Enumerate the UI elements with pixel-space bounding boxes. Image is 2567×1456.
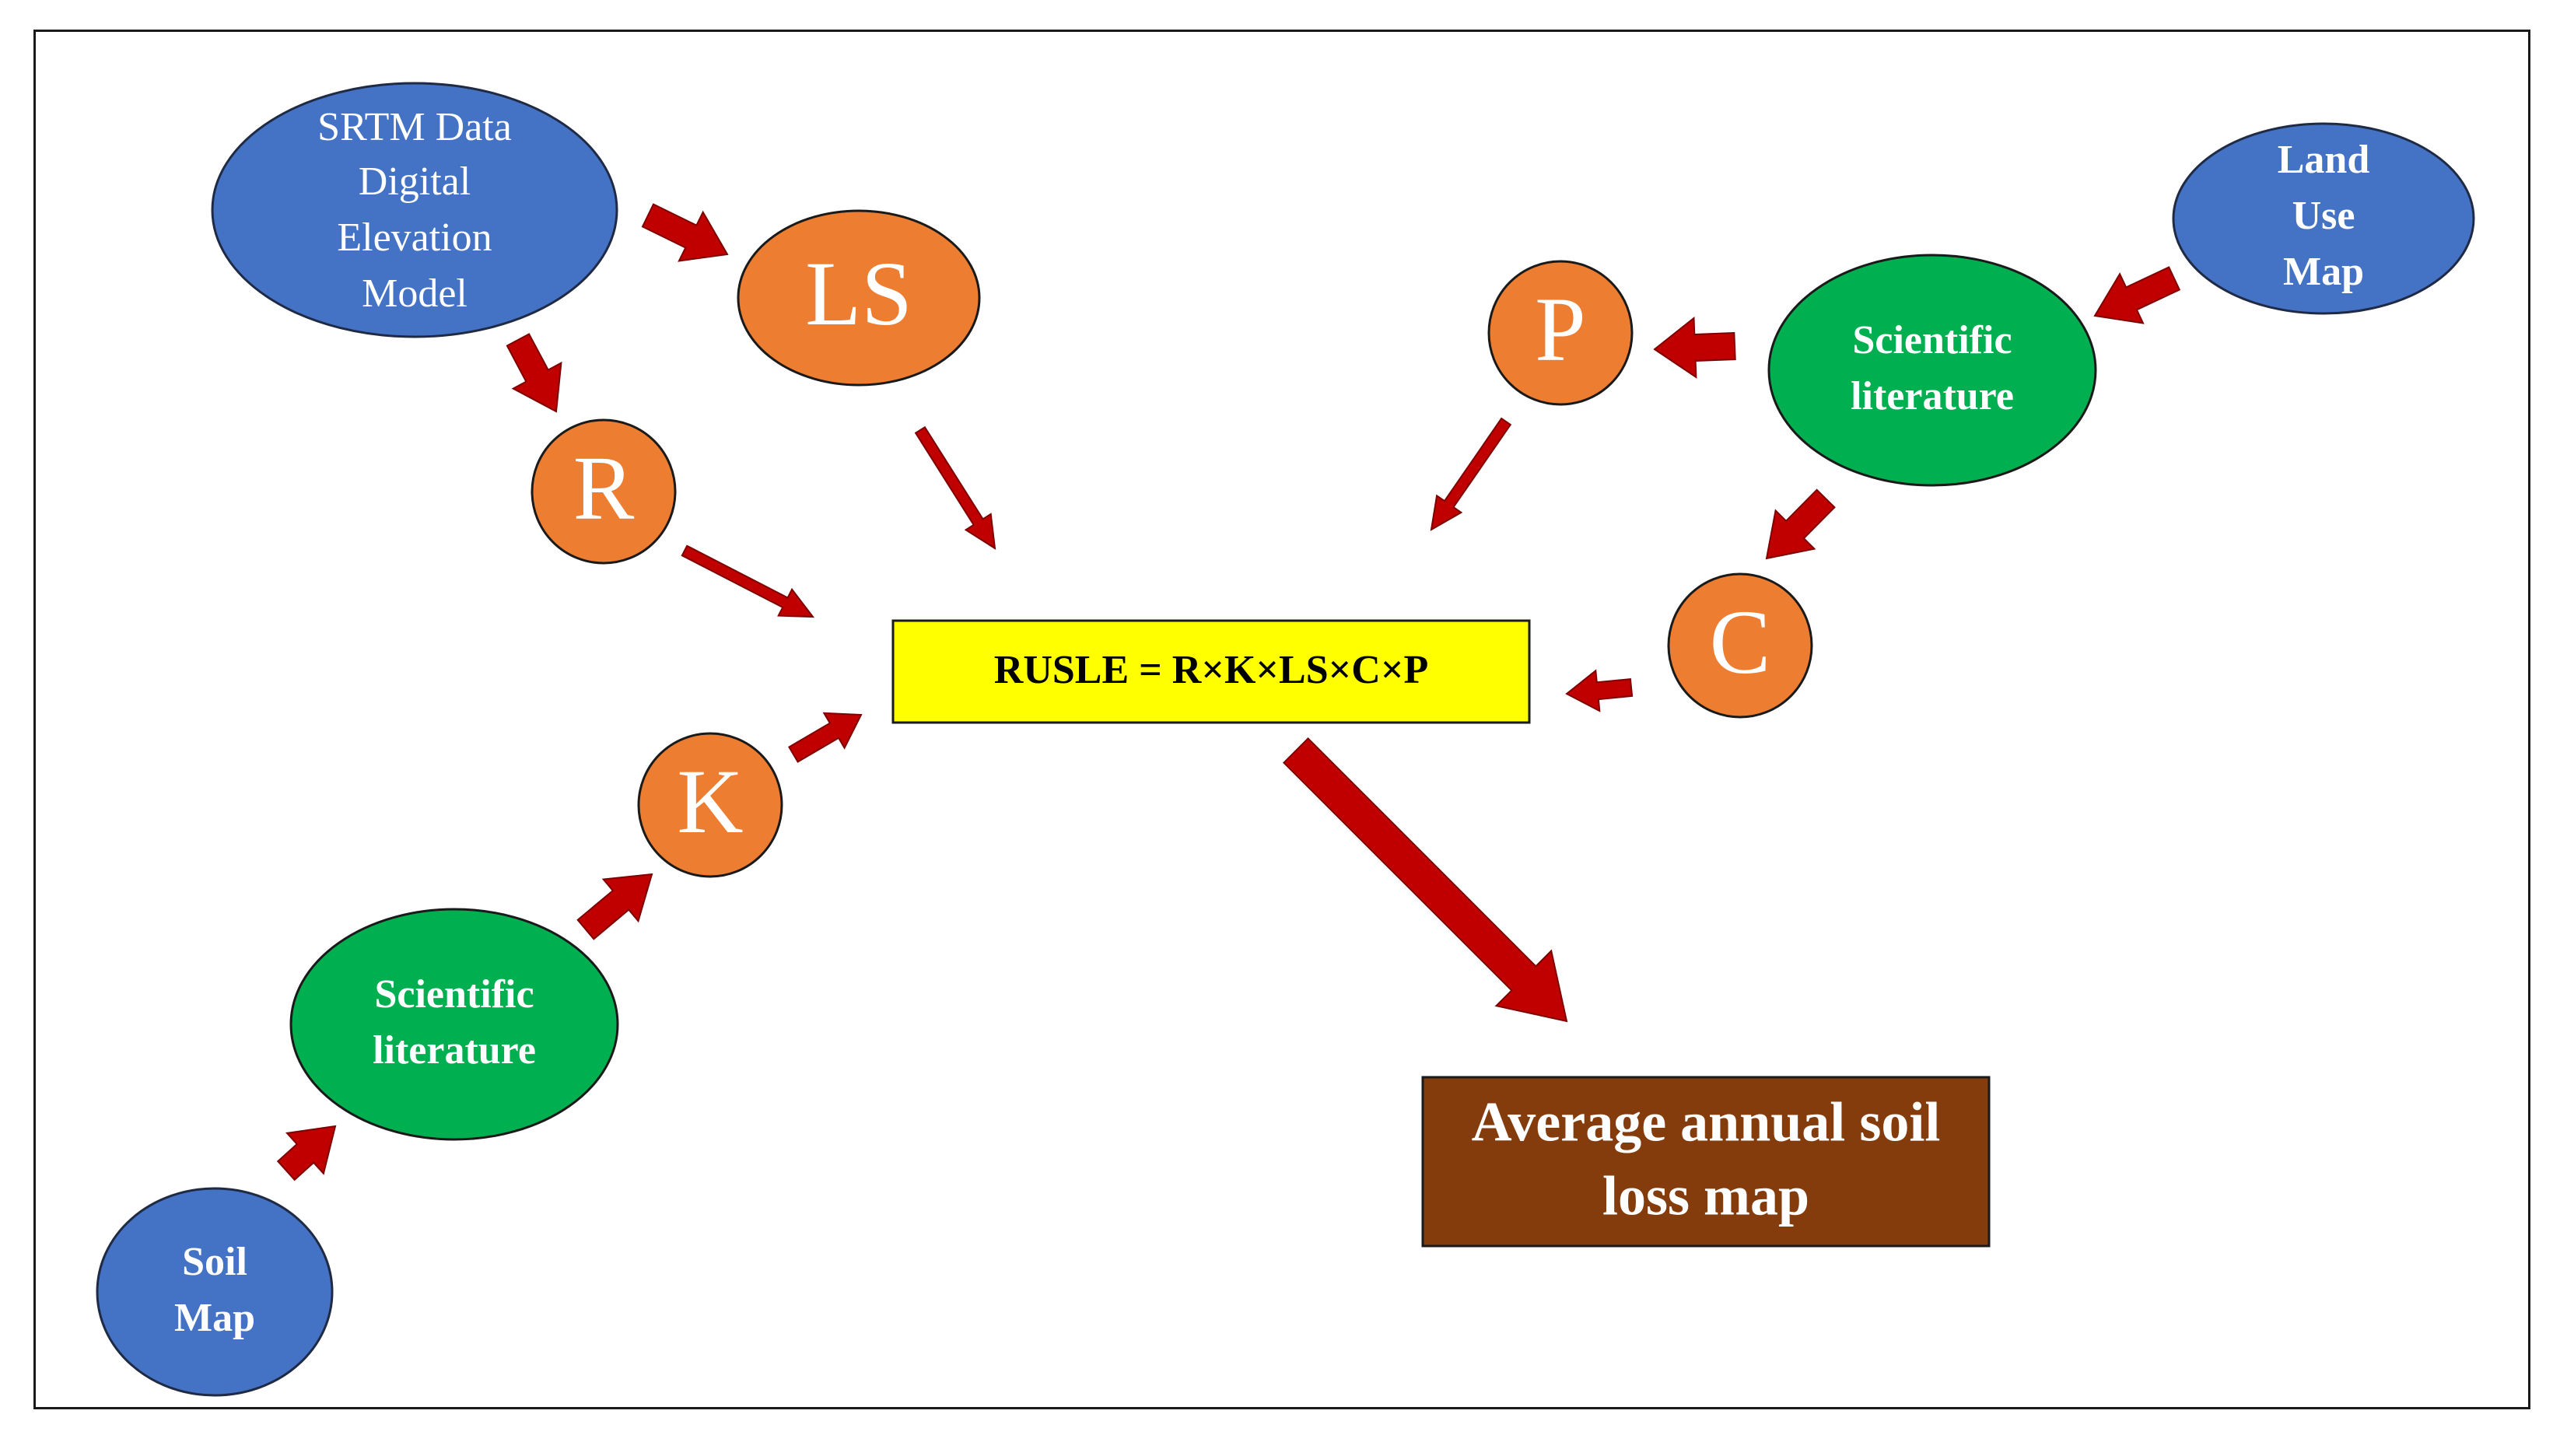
ls-factor-node: LS — [737, 209, 981, 387]
literature-right-label-line-2: literature — [1851, 374, 2014, 418]
soil-map-ellipse — [96, 1187, 334, 1397]
srtm-ellipse — [211, 82, 618, 338]
equation-rect — [891, 619, 1531, 724]
arrow-ls-to-equation — [914, 425, 996, 550]
land-use-node: Land Use Map — [2172, 122, 2475, 315]
r-factor-node: R — [531, 418, 677, 565]
r-circle — [531, 418, 677, 565]
arrow-k-to-equation — [788, 712, 863, 763]
arrow-c-to-equation — [1565, 669, 1634, 712]
srtm-node: SRTM Data Digital Elevation Model — [211, 82, 618, 338]
land-use-label-line-2: Use — [2292, 194, 2355, 238]
output-box: Average annual soil loss map — [1421, 1076, 1991, 1248]
arrow-lit-left-to-k — [576, 873, 653, 940]
output-rect — [1421, 1076, 1991, 1248]
diagram-frame — [33, 30, 2530, 1409]
r-label: R — [573, 437, 635, 539]
arrow-srtm-to-r — [506, 333, 562, 413]
p-label: P — [1535, 278, 1586, 380]
arrow-landuse-to-lit-right — [2093, 266, 2181, 324]
k-label: K — [677, 751, 743, 852]
output-label-line-1: Average annual soil — [1472, 1091, 1941, 1153]
c-label: C — [1710, 591, 1771, 693]
arrow-equation-to-output — [1282, 737, 1568, 1023]
literature-right-node: Scientific literature — [1767, 254, 2097, 487]
srtm-label-line-1: SRTM Data — [317, 105, 512, 149]
ls-circle — [737, 209, 981, 387]
literature-left-label-line-2: literature — [373, 1028, 536, 1073]
arrow-lit-right-to-p — [1653, 316, 1736, 379]
equation-label: RUSLE = R×K×LS×C×P — [994, 648, 1428, 692]
p-factor-node: P — [1487, 260, 1634, 406]
land-use-label-line-1: Land — [2278, 138, 2370, 182]
land-use-label-line-3: Map — [2283, 250, 2364, 294]
srtm-label-line-4: Model — [362, 271, 468, 316]
soil-map-node: Soil Map — [96, 1187, 334, 1397]
equation-box: RUSLE = R×K×LS×C×P — [891, 619, 1531, 724]
literature-right-ellipse — [1767, 254, 2097, 487]
arrow-r-to-equation — [681, 544, 815, 618]
p-circle — [1487, 260, 1634, 406]
k-circle — [637, 732, 783, 878]
arrow-soil-to-lit-left — [276, 1125, 337, 1181]
output-label-line-2: loss map — [1602, 1165, 1809, 1227]
soil-map-label-line-2: Map — [174, 1296, 255, 1340]
srtm-label-line-3: Elevation — [337, 215, 492, 260]
literature-left-ellipse — [289, 908, 619, 1141]
literature-left-node: Scientific literature — [289, 908, 619, 1141]
c-circle — [1667, 572, 1813, 719]
arrow-srtm-to-ls — [641, 203, 729, 262]
literature-left-label-line-1: Scientific — [374, 972, 534, 1017]
land-use-ellipse — [2172, 122, 2475, 315]
c-factor-node: C — [1667, 572, 1813, 719]
soil-map-label-line-1: Soil — [182, 1240, 247, 1284]
arrow-lit-right-to-c — [1765, 488, 1836, 560]
literature-right-label-line-1: Scientific — [1852, 318, 2012, 362]
arrow-p-to-equation — [1430, 417, 1512, 531]
k-factor-node: K — [637, 732, 783, 878]
ls-label: LS — [805, 243, 912, 345]
srtm-label-line-2: Digital — [359, 159, 471, 204]
arrows-layer — [276, 203, 2181, 1181]
